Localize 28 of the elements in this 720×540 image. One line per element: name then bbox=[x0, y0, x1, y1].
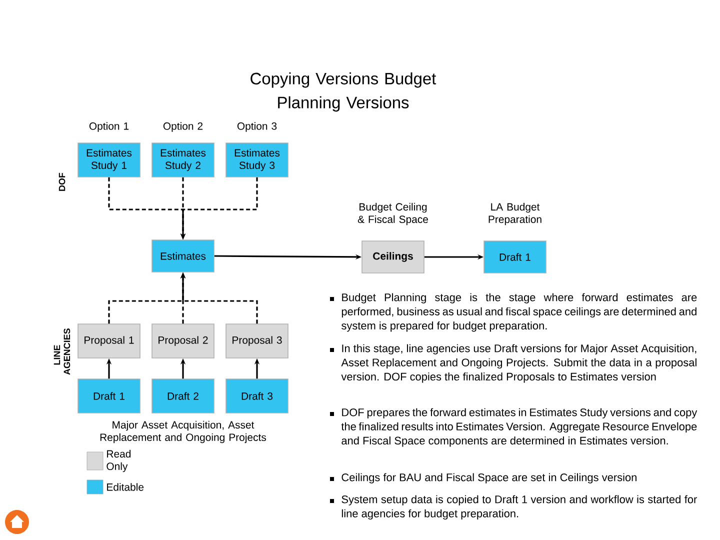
title: Copying Versions Budget Planning Versions bbox=[250, 72, 436, 112]
process-box: Estimates bbox=[152, 240, 214, 272]
legend-label: Read Only bbox=[106, 450, 131, 472]
box-caption: Option 1 bbox=[89, 122, 129, 132]
bullet-text: DOF prepares the forward estimates in Estimates Study versions and copy the finalized results into Estimates Version. Aggregate Resource Envelope and Fiscal Space components are determined in Estimates version. bbox=[341, 408, 698, 447]
bullet-text: Ceilings for BAU and Fiscal Space are set in Ceilings version bbox=[342, 473, 636, 484]
process-box: Draft 2 bbox=[152, 378, 214, 414]
process-box: Estimates Study 2 bbox=[152, 142, 214, 178]
process-box: Proposal 2 bbox=[152, 324, 214, 358]
process-box: Estimates Study 1 bbox=[78, 142, 140, 178]
process-box: Proposal 3 bbox=[226, 324, 288, 358]
process-box: Estimates Study 3 bbox=[226, 142, 288, 178]
process-box: Proposal 1 bbox=[78, 324, 140, 358]
process-box: Draft 1 bbox=[78, 378, 140, 414]
bullet-text: In this stage, line agencies use Draft versions for Major Asset Acquisition, Asset Replacement and Ongoing Projects. Submit the data in a proposal version. DOF copies the finalized Proposals to Estimates version bbox=[341, 344, 696, 383]
lane-label: DOF bbox=[58, 172, 66, 191]
process-box: Draft 3 bbox=[226, 378, 288, 414]
lane-label: LINE AGENCIES bbox=[54, 328, 70, 375]
box-caption: Budget Ceiling & Fiscal Space bbox=[358, 202, 428, 226]
box-caption: Option 3 bbox=[237, 122, 277, 132]
bullet-text: System setup data is copied to Draft 1 version and workflow is started for line agencies for budget preparation. bbox=[342, 495, 697, 520]
legend-label: Editable bbox=[107, 483, 144, 491]
process-box: Ceilings bbox=[362, 240, 424, 274]
box-caption: Option 2 bbox=[163, 122, 203, 132]
box-caption: LA Budget Preparation bbox=[488, 202, 542, 226]
group-caption: Major Asset Acquisition, Asset Replacement and Ongoing Projects bbox=[100, 420, 266, 444]
process-box: Draft 1 bbox=[484, 240, 546, 274]
bullet-text: Budget Planning stage is the stage where forward estimates are performed, business as usual and fiscal space ceilings are determined and system is prepared for budget preparation. bbox=[342, 293, 697, 332]
